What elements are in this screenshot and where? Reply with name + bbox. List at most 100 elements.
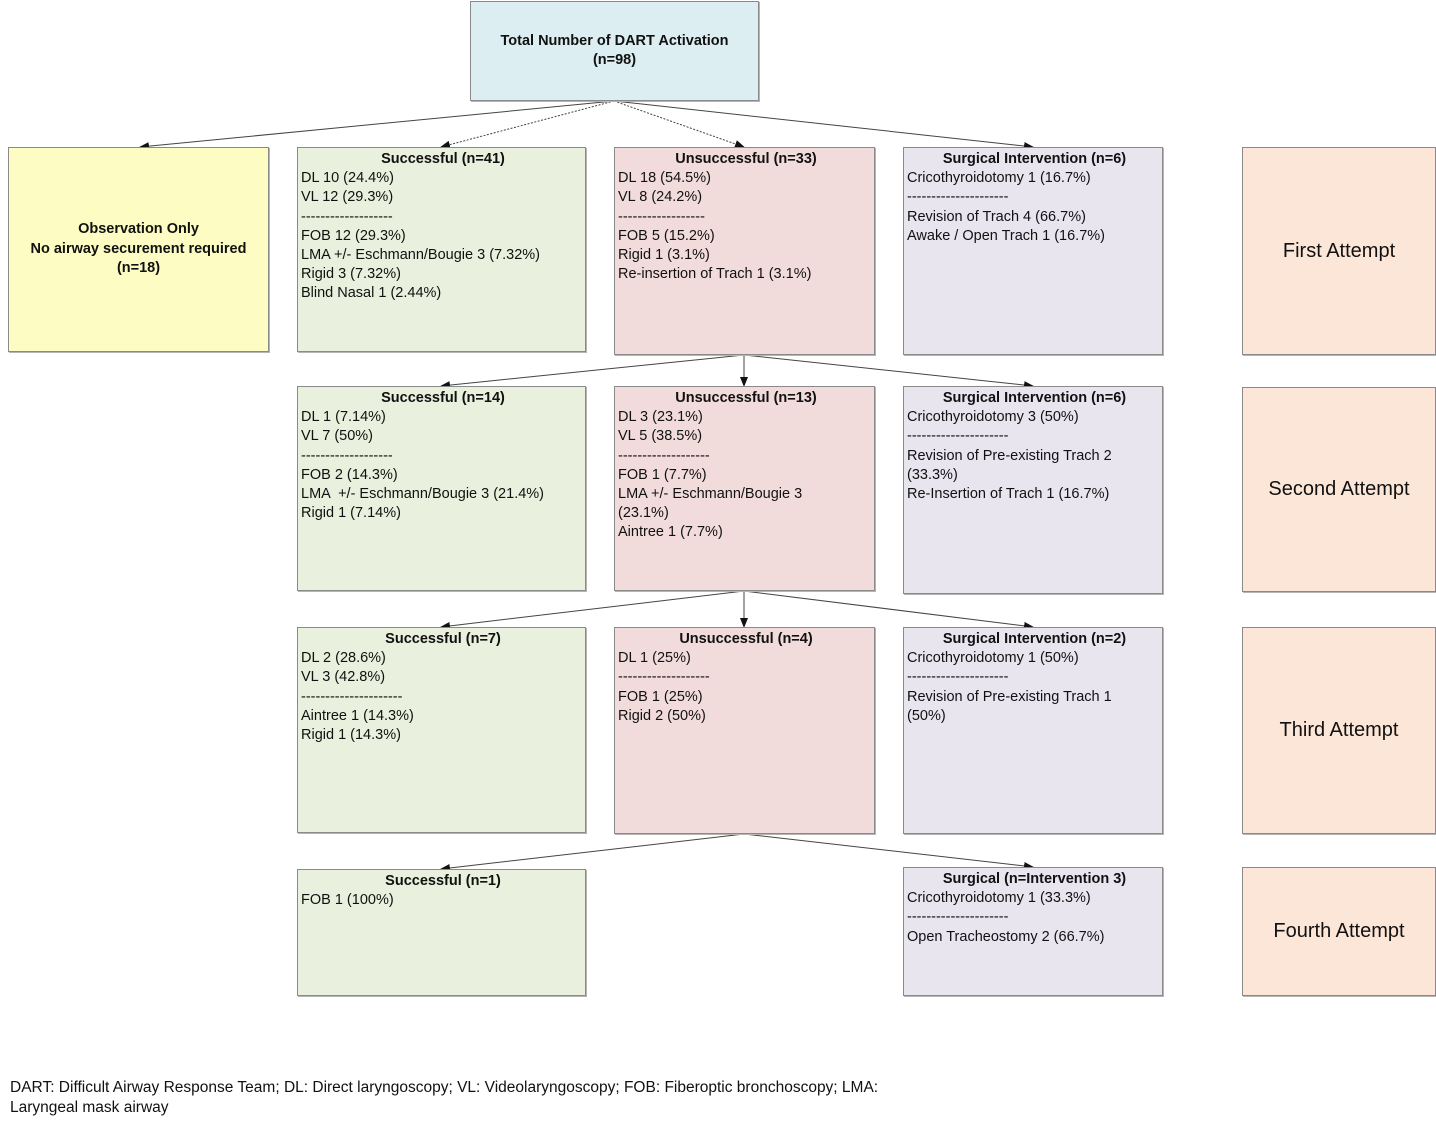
node-line: Re-insertion of Trach 1 (3.1%) xyxy=(618,266,812,283)
successful-node-attempt-3: Successful (n=7) DL 2 (28.6%) VL 3 (42.8… xyxy=(297,627,586,833)
footnote-line2: Laryngeal mask airway xyxy=(10,1098,169,1116)
node-title: Unsuccessful (n=13) xyxy=(675,390,817,406)
unsuccessful-node-attempt-1: Unsuccessful (n=33) DL 18 (54.5%) VL 8 (… xyxy=(614,147,875,355)
node-line: VL 3 (42.8%) xyxy=(301,669,386,686)
node-line: VL 5 (38.5%) xyxy=(618,428,703,445)
node-line: DL 3 (23.1%) xyxy=(618,409,703,426)
arrow-u3-to-successful-4 xyxy=(440,833,745,872)
node-line: Cricothyroidotomy 1 (16.7%) xyxy=(907,170,1091,187)
observation-node: Observation Only No airway securement re… xyxy=(8,147,269,352)
node-line: FOB 1 (7.7%) xyxy=(618,466,707,483)
node-line: Revision of Pre-existing Trach 1 xyxy=(907,688,1112,705)
unsuccessful-node-attempt-2: Unsuccessful (n=13) DL 3 (23.1%) VL 5 (3… xyxy=(614,386,875,591)
node-line: Cricothyroidotomy 1 (50%) xyxy=(907,650,1079,667)
node-title: Successful (n=7) xyxy=(385,631,501,647)
attempt-label-text: First Attempt xyxy=(1282,239,1396,262)
attempt-label-2: Second Attempt xyxy=(1242,387,1436,592)
node-line: Cricothyroidotomy 1 (33.3%) xyxy=(907,890,1091,907)
node-line: Revision of Pre-existing Trach 2 xyxy=(907,447,1112,464)
node-line: Open Tracheostomy 2 (66.7%) xyxy=(907,928,1105,945)
surgical-node-attempt-1: Surgical Intervention (n=6) Cricothyroid… xyxy=(903,147,1163,355)
root-node: Total Number of DART Activation (n=98) xyxy=(470,1,759,101)
node-line: FOB 12 (29.3%) xyxy=(301,227,406,244)
node-line: Aintree 1 (7.7%) xyxy=(618,524,723,541)
node-divider: --------------------- xyxy=(907,669,1009,686)
node-title: Surgical (n=Intervention 3) xyxy=(942,871,1127,887)
arrow-root-to-successful-1 xyxy=(440,100,615,149)
node-line: VL 8 (24.2%) xyxy=(618,189,703,206)
node-line: DL 10 (24.4%) xyxy=(301,170,394,187)
node-line: Blind Nasal 1 (2.44%) xyxy=(301,285,442,302)
surgical-node-attempt-2: Surgical Intervention (n=6) Cricothyroid… xyxy=(903,386,1163,594)
unsuccessful-node-attempt-3: Unsuccessful (n=4) DL 1 (25%) ----------… xyxy=(614,627,875,834)
attempt-label-4: Fourth Attempt xyxy=(1242,867,1436,996)
node-title: Surgical Intervention (n=6) xyxy=(942,151,1127,167)
node-line: Rigid 1 (14.3%) xyxy=(301,727,401,744)
node-line: Revision of Trach 4 (66.7%) xyxy=(907,208,1086,225)
node-title: Surgical Intervention (n=2) xyxy=(942,631,1127,647)
surgical-node-attempt-4: Surgical (n=Intervention 3) Cricothyroid… xyxy=(903,867,1163,996)
node-title: Successful (n=41) xyxy=(381,151,505,167)
successful-node-attempt-2: Successful (n=14) DL 1 (7.14%) VL 7 (50%… xyxy=(297,386,586,591)
node-title: Successful (n=14) xyxy=(381,390,505,406)
successful-node-attempt-4: Successful (n=1) FOB 1 (100%) xyxy=(297,869,586,996)
attempt-label-3: Third Attempt xyxy=(1242,627,1436,834)
node-line: FOB 2 (14.3%) xyxy=(301,466,398,483)
arrow-root-to-unsuccessful-1 xyxy=(613,100,745,148)
node-line: (23.1%) xyxy=(618,505,669,522)
successful-node-attempt-1: Successful (n=41) DL 10 (24.4%) VL 12 (2… xyxy=(297,147,586,352)
surgical-node-attempt-3: Surgical Intervention (n=2) Cricothyroid… xyxy=(903,627,1163,834)
node-divider: ------------------ xyxy=(618,208,705,225)
node-line: Cricothyroidotomy 3 (50%) xyxy=(907,409,1079,426)
node-line: VL 12 (29.3%) xyxy=(301,189,394,206)
node-line: (33.3%) xyxy=(907,466,958,483)
node-title: Unsuccessful (n=33) xyxy=(675,151,817,167)
observation-line3: (n=18) xyxy=(116,260,161,277)
node-line: Rigid 3 (7.32%) xyxy=(301,266,401,283)
node-title: Successful (n=1) xyxy=(385,873,501,889)
root-title: Total Number of DART Activation xyxy=(500,32,729,49)
node-line: DL 1 (25%) xyxy=(618,650,691,667)
node-line: Rigid 1 (7.14%) xyxy=(301,505,401,522)
node-line: Awake / Open Trach 1 (16.7%) xyxy=(907,227,1106,244)
node-line: DL 2 (28.6%) xyxy=(301,650,386,667)
root-count: (n=98) xyxy=(592,52,637,68)
attempt-label-text: Fourth Attempt xyxy=(1273,920,1405,942)
node-line: Rigid 1 (3.1%) xyxy=(618,247,710,264)
node-line: FOB 1 (25%) xyxy=(618,688,703,705)
node-line: VL 7 (50%) xyxy=(301,428,373,445)
node-title: Surgical Intervention (n=6) xyxy=(942,390,1127,406)
node-line: Aintree 1 (14.3%) xyxy=(301,707,414,724)
node-line: LMA +/- Eschmann/Bougie 3 xyxy=(618,486,803,503)
node-line: LMA +/- Eschmann/Bougie 3 (21.4%) xyxy=(301,486,545,503)
node-line: FOB 1 (100%) xyxy=(301,892,394,909)
node-line: FOB 5 (15.2%) xyxy=(618,227,715,244)
node-divider: ------------------- xyxy=(301,447,393,464)
node-divider: --------------------- xyxy=(907,428,1009,445)
attempt-label-1: First Attempt xyxy=(1242,147,1436,355)
observation-line2: No airway securement required xyxy=(30,240,247,257)
arrow-u2-to-surgical-3 xyxy=(743,590,1034,630)
footnote-line1: DART: Difficult Airway Response Team; DL… xyxy=(10,1079,879,1096)
node-line: Rigid 2 (50%) xyxy=(618,707,706,724)
attempt-label-text: Second Attempt xyxy=(1268,478,1410,500)
node-divider: --------------------- xyxy=(907,189,1009,206)
node-line: DL 18 (54.5%) xyxy=(618,170,711,187)
observation-line1: Observation Only xyxy=(78,221,199,238)
node-divider: --------------------- xyxy=(907,909,1009,926)
node-line: (50%) xyxy=(907,707,946,724)
node-line: Re-Insertion of Trach 1 (16.7%) xyxy=(907,486,1110,503)
abbreviations-footnote: DART: Difficult Airway Response Team; DL… xyxy=(10,1078,1030,1117)
node-line: LMA +/- Eschmann/Bougie 3 (7.32%) xyxy=(301,247,540,264)
node-divider: ------------------- xyxy=(301,208,393,225)
node-line: DL 1 (7.14%) xyxy=(301,409,386,426)
arrow-u3-to-surgical-4 xyxy=(743,833,1034,870)
node-divider: ------------------- xyxy=(618,447,710,464)
arrow-u1-to-successful-2 xyxy=(440,354,745,390)
attempt-label-text: Third Attempt xyxy=(1279,719,1399,741)
node-divider: --------------------- xyxy=(301,688,403,705)
arrow-root-to-observation xyxy=(139,100,615,151)
node-divider: ------------------- xyxy=(618,669,710,686)
arrow-u1-to-surgical-2 xyxy=(743,354,1034,390)
